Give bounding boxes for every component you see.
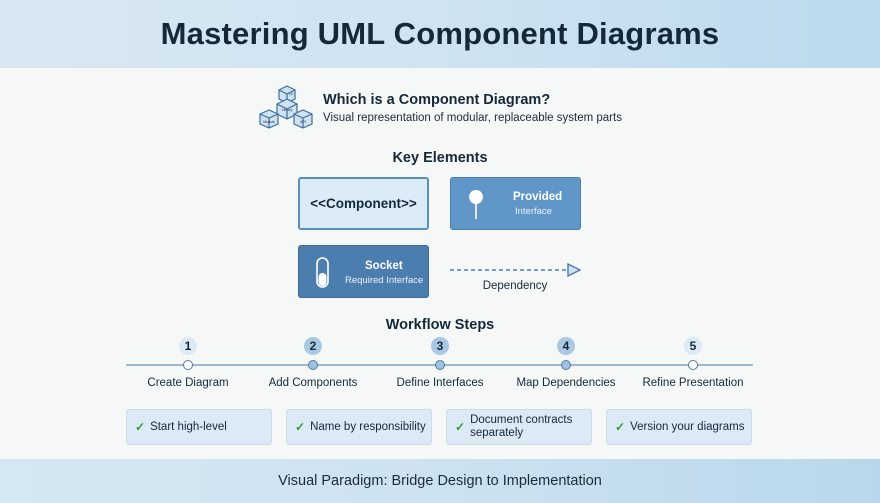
intro-title: Which is a Component Diagram? [323,92,551,108]
workflow-title: Workflow Steps [385,317,495,333]
icon-label-library: Library [282,108,293,112]
socket-icon [316,257,329,288]
step-node [308,360,318,370]
tip-card: ✓ Version your diagrams [606,409,752,445]
tip-text: Start high-level [150,421,227,433]
socket-title: Socket [365,260,403,272]
tip-text: Document contracts separately [470,414,573,439]
dependency-arrow-icon [450,262,582,278]
intro-subtitle: Visual representation of modular, replac… [323,112,622,124]
dependency-label: Dependency [482,280,548,292]
step-number-badge: 1 [179,337,197,355]
tip-text: Version your diagrams [630,421,745,433]
footer-text: Visual Paradigm: Bridge Design to Implem… [278,473,602,489]
step-number-badge: 4 [557,337,575,355]
tip-text: Name by responsibility [310,421,426,433]
checkmark-icon: ✓ [135,420,146,434]
tip-card: ✓ Document contracts separately [446,409,592,445]
provided-title: Provided [513,191,563,203]
step-label: Create Diagram [147,377,229,389]
page-title: Mastering UML Component Diagrams [160,16,720,51]
step-label: Define Interfaces [396,377,484,389]
tip-card: ✓ Name by responsibility [286,409,432,445]
step-node [435,360,445,370]
step-number-badge: 2 [304,337,322,355]
step-node [183,360,193,370]
step-label: Map Dependencies [516,377,616,389]
step-number-badge: 5 [684,337,702,355]
component-card: <<Component>> [298,177,429,230]
lollipop-icon [469,190,483,219]
key-elements-title: Key Elements [392,150,488,166]
tip-card: ✓ Start high-level [126,409,272,445]
provided-subtitle: Interface [515,206,552,217]
checkmark-icon: ✓ [455,420,466,434]
step-label: Refine Presentation [642,377,744,389]
step-node [688,360,698,370]
socket-card: Socket Required Interface [298,245,429,298]
icon-label-api: API [300,120,306,124]
header-banner: Mastering UML Component Diagrams [0,0,880,68]
checkmark-icon: ✓ [615,420,626,434]
icon-label-ui: UI [289,92,293,96]
component-cubes-icon: Library Module API UI [259,85,313,129]
socket-subtitle: Required Interface [345,275,424,286]
checkmark-icon: ✓ [295,420,306,434]
footer-banner: Visual Paradigm: Bridge Design to Implem… [0,459,880,503]
provided-interface-card: Provided Interface [450,177,581,230]
step-label: Add Components [268,377,358,389]
step-number-badge: 3 [431,337,449,355]
icon-label-module: Module [263,120,275,124]
step-node [561,360,571,370]
component-label: <<Component>> [310,196,417,211]
